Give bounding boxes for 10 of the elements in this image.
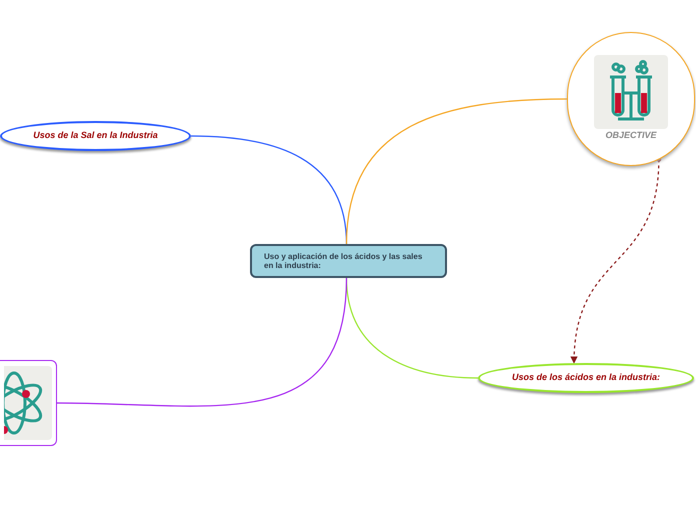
- subtopic-text: Usos de la Sal en la Industria: [33, 129, 158, 142]
- subtopic-text: Usos de los ácidos en la industria:: [512, 371, 660, 384]
- arrow: [570, 156, 662, 364]
- connector-line: [57, 278, 348, 407]
- objective-label: OBJECTIVE: [605, 129, 656, 142]
- topic-text: Uso y aplicación de los ácidos y las sales en la industria:: [263, 252, 424, 270]
- connector-line: [346, 98, 568, 244]
- image-card: [0, 360, 57, 446]
- subtopic-ellipse: [0, 121, 191, 151]
- topic-box: [250, 244, 447, 278]
